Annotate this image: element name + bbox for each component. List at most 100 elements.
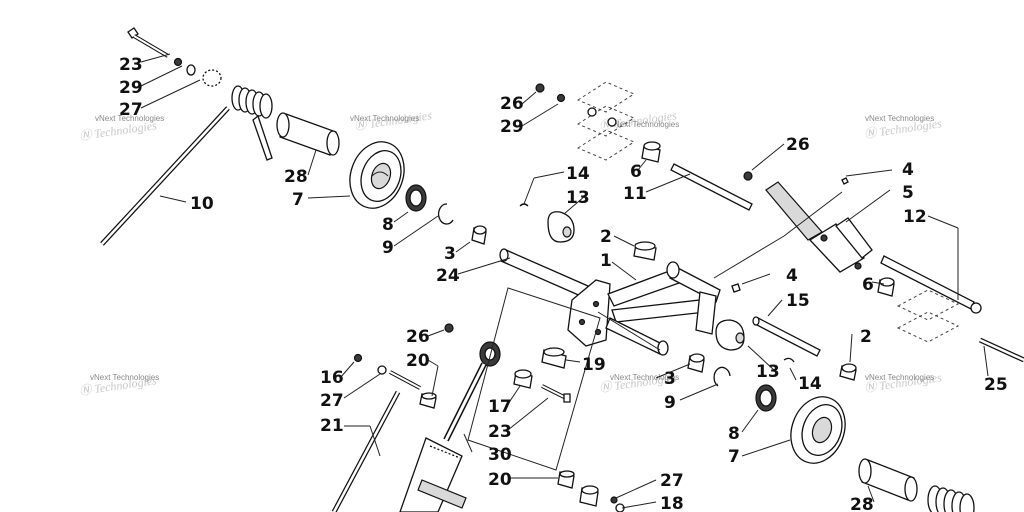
callout-20: 20 [406,351,430,371]
torsion-spring-part [100,85,273,246]
bushing-part [839,363,857,381]
fitting-part [731,283,741,293]
callout-6: 6 [630,162,642,182]
callout-18: 18 [660,494,684,512]
washer-part [186,64,196,76]
callout-23: 23 [119,55,143,75]
bushing-part [877,277,895,297]
watermark-text: vNext Technologies [610,373,679,382]
bolt-part [541,384,571,403]
callout-26: 26 [786,135,810,155]
spacer-part [471,225,487,245]
washer-part [202,69,222,87]
callout-11: 11 [623,184,647,204]
shock-absorber-part [399,341,501,512]
watermark-text: vNext Technologies [865,114,934,123]
callout-4: 4 [786,266,798,286]
snap-ring-part [713,366,731,387]
bushing-part [276,112,340,156]
callout-17: 17 [488,397,512,417]
spacer-part [541,347,567,369]
callout-27: 27 [660,471,684,491]
spacer-part [579,485,599,507]
rod-part [670,163,753,211]
bearing-part [755,384,777,412]
clip-part [519,203,529,207]
callout-8: 8 [382,215,394,235]
nut-part [535,83,545,93]
callout-29: 29 [119,78,143,98]
link-rod-part [331,390,401,512]
callout-21: 21 [320,416,344,436]
callout-6: 6 [862,275,874,295]
washer-part [556,93,566,103]
watermark-text: vNext Technologies [610,120,679,129]
callout-26: 26 [406,327,430,347]
callout-15: 15 [786,291,810,311]
bumper-part [715,319,745,351]
nut-part [743,171,753,181]
callout-4: 4 [902,160,914,180]
callout-27: 27 [119,100,143,120]
callout-7: 7 [292,190,304,210]
callout-9: 9 [664,393,676,413]
nut-part [353,353,363,363]
callout-14: 14 [566,164,590,184]
callout-5: 5 [902,183,914,203]
nut-part [173,57,183,67]
callout-23: 23 [488,422,512,442]
bolt-part [127,27,170,58]
torsion-spring-part [927,485,975,512]
callout-28: 28 [284,167,308,187]
callout-19: 19 [582,355,606,375]
callout-29: 29 [500,117,524,137]
bushing-part [858,458,918,502]
callout-2: 2 [600,227,612,247]
parts-group [100,27,1024,512]
callout-12: 12 [903,207,927,227]
washer-part [377,365,387,375]
frame-section-part [896,289,960,343]
callout-14: 14 [798,374,822,394]
callout-3: 3 [444,244,456,264]
idler-wheel-part [790,396,846,464]
nut-part [610,496,618,504]
bracket-part [765,181,873,273]
rod-part [752,316,821,357]
callout-30: 30 [488,445,512,465]
clip-part [783,357,795,363]
callout-labels: 23 29 27 10 28 7 8 9 3 24 26 29 6 11 26 … [119,55,1008,512]
callout-1: 1 [600,251,612,271]
watermark-text: vNext Technologies [865,373,934,382]
bearing-part [405,184,427,212]
bumper-part [547,211,575,243]
callout-13: 13 [566,188,590,208]
bolt-part [389,370,421,390]
spacer-part [419,392,437,409]
callout-25: 25 [984,375,1008,395]
callout-7: 7 [728,447,740,467]
snap-ring-part [437,203,454,225]
callout-10: 10 [190,194,214,214]
watermark-text: vNext Technologies [95,114,164,123]
callout-2: 2 [860,327,872,347]
callout-28: 28 [850,495,874,512]
idler-wheel-part [349,141,405,209]
watermark-text: vNext Technologies [350,114,419,123]
spacer-part [687,353,705,373]
leader-lines [140,53,989,509]
callout-20: 20 [488,470,512,490]
callout-3: 3 [664,369,676,389]
nut-part [444,323,454,333]
bolt-part [880,255,982,314]
callout-13: 13 [756,362,780,382]
watermark-text: vNext Technologies [90,373,159,382]
rod-part [978,337,1024,363]
callout-27: 27 [320,391,344,411]
spacer-part [513,369,533,389]
callout-16: 16 [320,368,344,388]
callout-24: 24 [436,266,460,286]
callout-9: 9 [382,238,394,258]
